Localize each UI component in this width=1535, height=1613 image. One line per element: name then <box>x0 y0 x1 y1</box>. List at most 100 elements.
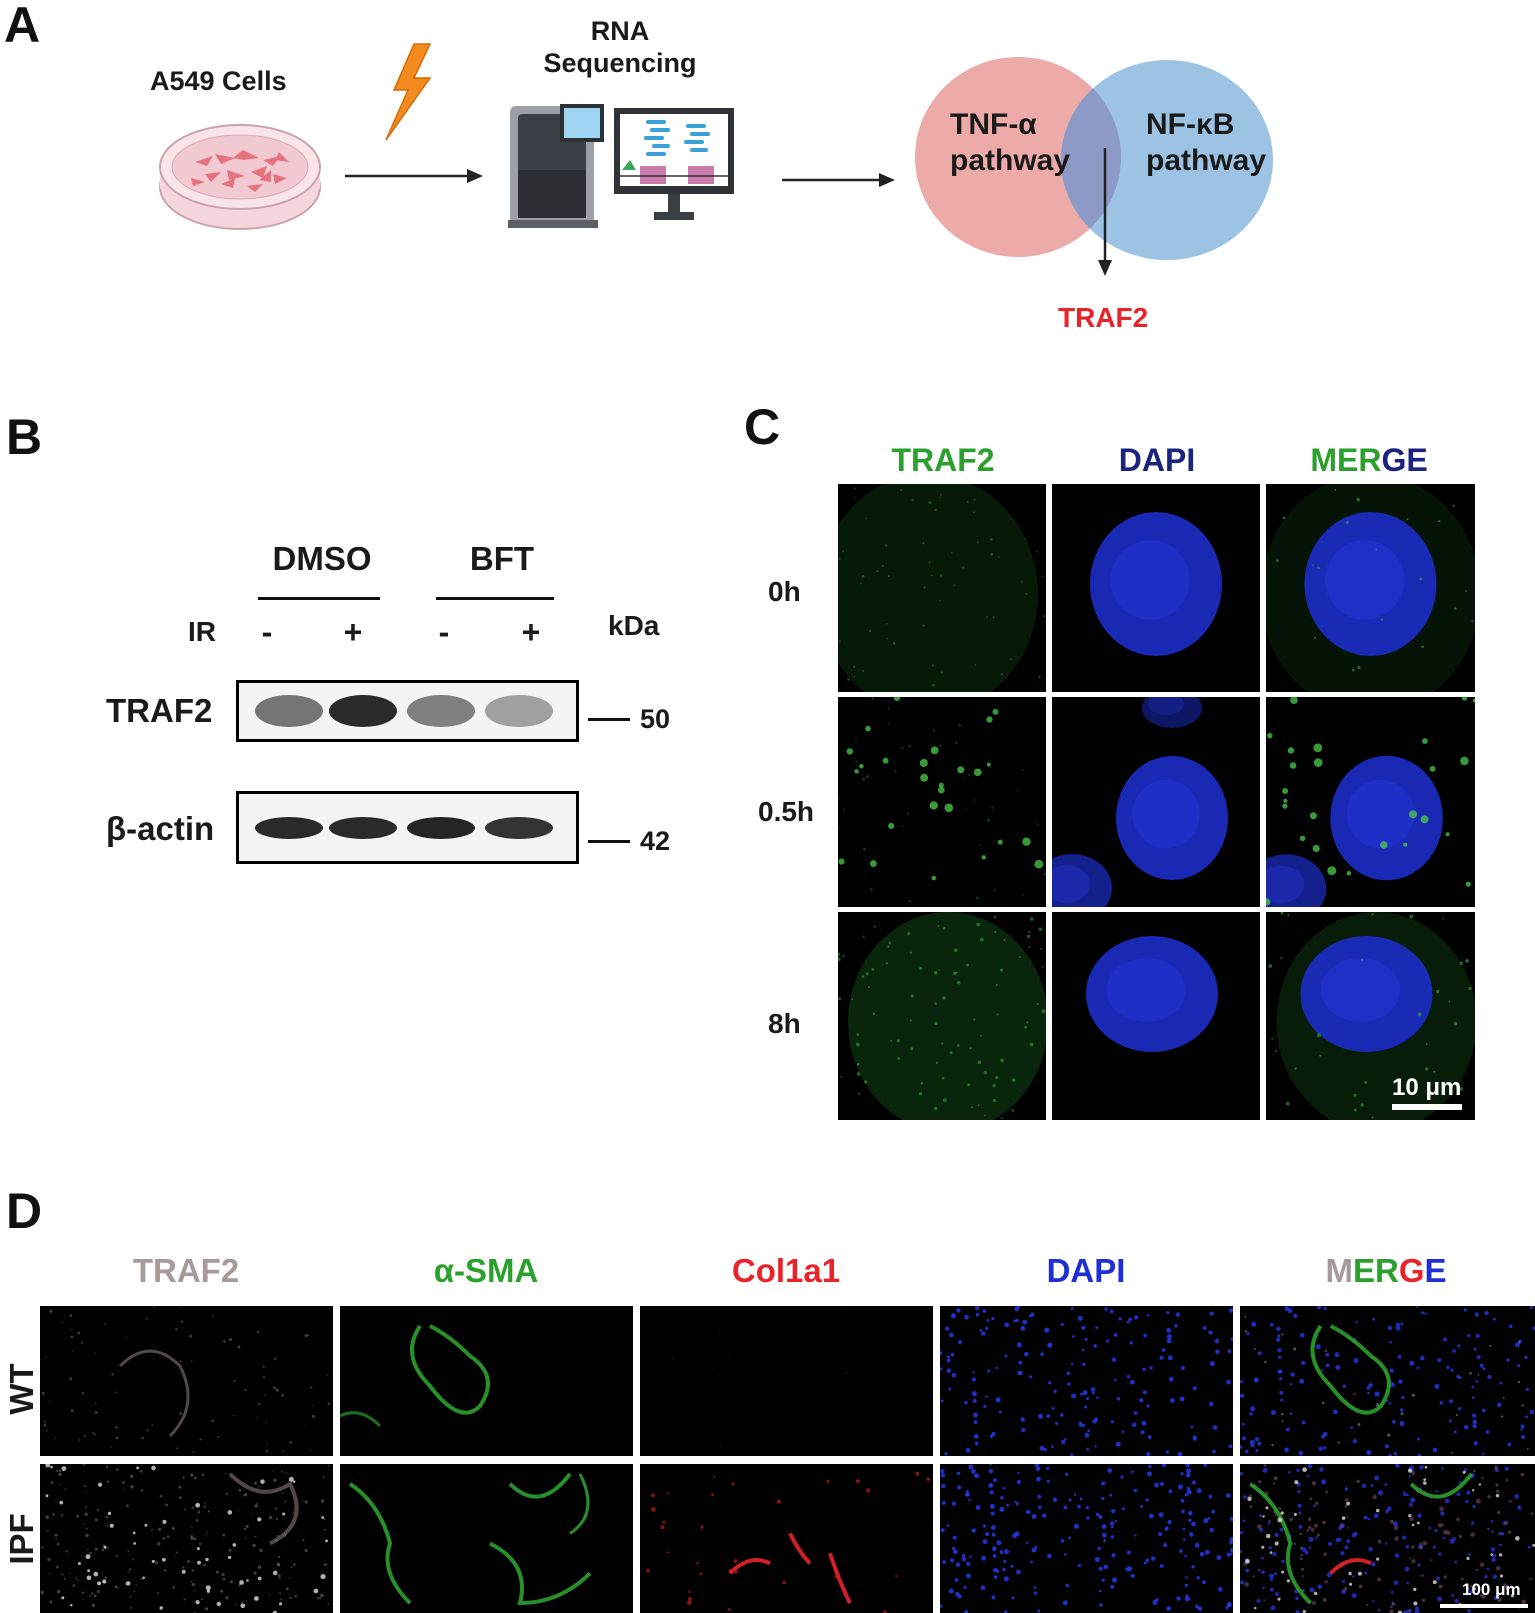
arrow-icon <box>345 169 483 183</box>
micrograph-ipf-col1a1 <box>640 1464 933 1613</box>
marker-tick <box>588 840 630 843</box>
marker-tick <box>588 718 630 721</box>
micrograph-image <box>663 1309 931 1448</box>
venn-diagram <box>915 57 1273 276</box>
micrograph-ipf-dapi <box>940 1464 1233 1613</box>
merge-letter: R <box>1374 1252 1399 1289</box>
group-underline <box>436 597 554 600</box>
marker-label-42: 42 <box>640 826 671 856</box>
venn-left-line1: TNF-α <box>950 108 1037 141</box>
blot-traf2 <box>236 680 579 742</box>
group-label-dmso: DMSO <box>272 540 372 577</box>
panel-label-d: D <box>6 1183 43 1239</box>
column-label-sma: α-SMA <box>433 1252 539 1289</box>
micrograph-wt-merge <box>1240 1306 1535 1456</box>
merge-part-blue: GE <box>1381 442 1428 478</box>
micrograph-image <box>940 1306 1233 1456</box>
ir-sign: + <box>343 614 363 650</box>
result-gene-label: TRAF2 <box>1058 302 1149 333</box>
group-label-bft: BFT <box>469 540 535 577</box>
micrograph-wt-dapi <box>940 1306 1233 1456</box>
blot-row-label-actin: β-actin <box>106 810 215 847</box>
micrograph-image <box>1086 936 1218 1052</box>
lightning-bolt-icon <box>385 43 432 141</box>
micrograph-ipf-merge <box>1240 1464 1535 1613</box>
micrograph-traf2-0h <box>838 484 1046 692</box>
micrograph-wt-col1a1 <box>640 1306 933 1456</box>
micrograph-traf2-8h <box>838 912 1046 1120</box>
blot-band <box>485 695 553 727</box>
ir-sign: + <box>521 614 541 650</box>
micrograph-image <box>838 912 1046 1120</box>
micrograph-image <box>646 1471 931 1613</box>
merge-letter: E <box>1352 1252 1375 1289</box>
micrograph-image <box>1268 912 1475 1120</box>
column-label-col1a1: Col1a1 <box>731 1252 841 1289</box>
micrograph-dapi-05h <box>1052 697 1260 907</box>
micrograph-merge-8h <box>1266 912 1475 1120</box>
venn-right-line2: pathway <box>1146 144 1267 177</box>
micrograph-image <box>838 697 1046 903</box>
micrograph-image <box>940 1464 1233 1613</box>
micrograph-traf2-05h <box>838 697 1046 907</box>
blot-row-label-traf2: TRAF2 <box>106 692 213 729</box>
column-label-traf2: TRAF2 <box>891 442 995 478</box>
panel-label-c: C <box>744 399 781 455</box>
petri-dish-icon <box>159 124 321 230</box>
micrograph-image <box>340 1324 490 1428</box>
micrograph-image <box>1090 512 1222 656</box>
venn-left-circle <box>915 57 1121 257</box>
scale-bar-d <box>1440 1604 1528 1608</box>
blot-band <box>329 695 397 727</box>
micrograph-merge-0h <box>1266 484 1475 692</box>
group-underline <box>258 597 380 600</box>
arrow-icon <box>782 173 895 187</box>
micrograph-wt-sma <box>340 1306 633 1456</box>
scale-bar-label-c: 10 μm <box>1392 1074 1462 1101</box>
panel-label-b: B <box>6 409 43 465</box>
merge-letter: G <box>1398 1252 1425 1289</box>
column-label-dapi-d: DAPI <box>1046 1252 1126 1289</box>
merge-part-green: MER <box>1310 442 1382 478</box>
column-label-merge-d: MERGE <box>1240 1252 1532 1290</box>
micrograph-dapi-8h <box>1052 912 1260 1120</box>
row-label: 0h <box>768 576 801 607</box>
micrograph-dapi-0h <box>1052 484 1260 692</box>
column-label-traf2-d: TRAF2 <box>132 1252 240 1289</box>
blot-band <box>255 695 323 727</box>
scale-bar-c <box>1392 1104 1462 1110</box>
panel-label-a: A <box>4 0 41 53</box>
sequencing-label-line1: RNA <box>590 16 650 46</box>
ir-sign: - <box>261 614 273 650</box>
micrograph-image <box>1266 697 1475 907</box>
micrograph-image <box>838 484 1046 692</box>
row-label: 0.5h <box>758 796 815 827</box>
scale-bar-label-d: 100 μm <box>1462 1580 1521 1599</box>
blot-actin <box>236 791 579 864</box>
micrograph-image <box>1240 1306 1535 1456</box>
row-label: 8h <box>768 1008 801 1039</box>
micrograph-image <box>348 1472 592 1606</box>
blot-actin-bands <box>255 817 553 839</box>
cells-label: A549 Cells <box>150 66 287 96</box>
blot-band <box>407 817 475 839</box>
blot-band <box>329 817 397 839</box>
venn-right-circle <box>1061 60 1273 260</box>
micrograph-image <box>40 1464 330 1613</box>
blot-band <box>407 695 475 727</box>
marker-label-50: 50 <box>640 704 671 734</box>
micrograph-ipf-traf2 <box>40 1464 333 1613</box>
micrograph-image <box>41 1306 330 1453</box>
merge-letter: M <box>1325 1252 1353 1289</box>
micrograph-ipf-sma <box>340 1464 633 1613</box>
blot-band <box>485 817 553 839</box>
micrograph-wt-traf2 <box>40 1306 333 1456</box>
ir-label: IR <box>188 616 216 647</box>
sequencing-label-line2: Sequencing <box>543 48 697 78</box>
venn-left-line2: pathway <box>950 144 1071 177</box>
micrograph-merge-05h <box>1266 697 1475 907</box>
blot-band <box>255 817 323 839</box>
sequencer-computer-icon <box>508 104 734 228</box>
kda-label: kDa <box>608 610 660 641</box>
merge-letter: E <box>1424 1252 1447 1289</box>
